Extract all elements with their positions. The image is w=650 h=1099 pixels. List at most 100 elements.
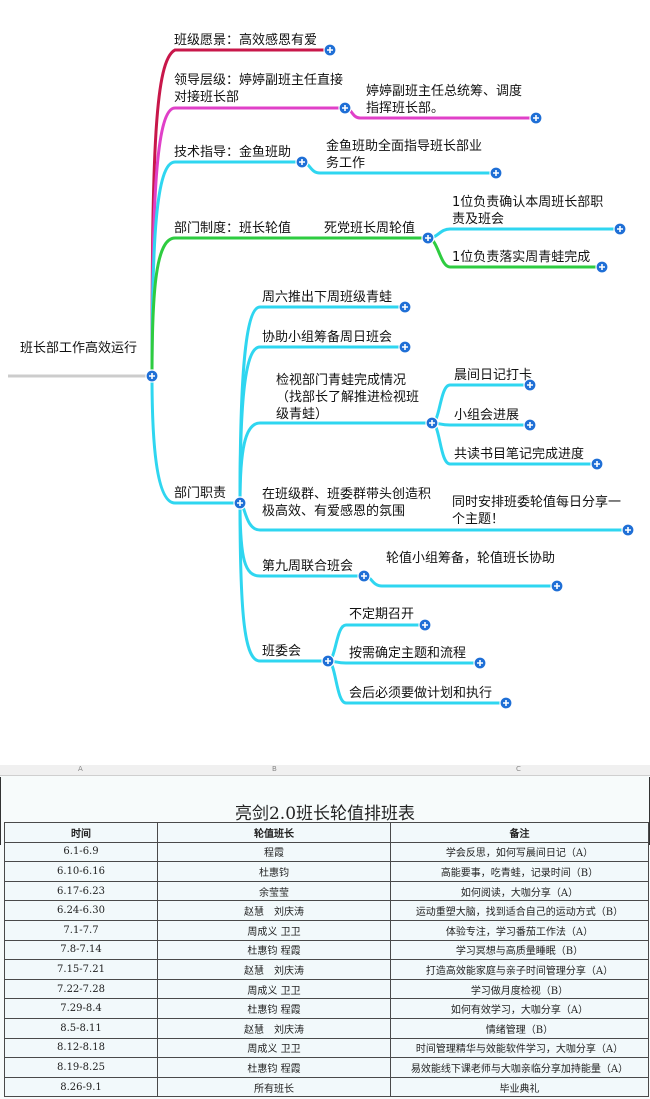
mindmap-connectors <box>8 43 635 710</box>
cell-leader: 周成义 卫卫 <box>157 978 391 1000</box>
cell-note: 情绪管理（B） <box>390 1017 649 1039</box>
plus-icon <box>402 304 408 310</box>
cell-leader: 余莹莹 <box>157 880 391 902</box>
plus-icon <box>325 658 331 664</box>
branch-system-c1 <box>427 227 620 240</box>
plus-icon <box>503 700 509 706</box>
cell-time: 6.10-6.16 <box>4 861 158 882</box>
table-header-row: 时间 轮值班长 备注 <box>4 822 649 843</box>
header-leader: 轮值班长 <box>157 822 391 843</box>
plus-icon <box>342 105 348 111</box>
cell-time: 6.17-6.23 <box>4 880 158 902</box>
plus-icon <box>533 115 539 121</box>
cell-time: 6.1-6.9 <box>4 841 158 863</box>
node-system-child: 死党班长周轮值 <box>324 221 416 236</box>
node-system: 部门制度：班长轮值 <box>174 221 292 236</box>
node-d3: 检视部门青蛙完成情况（找部长了解推进检视班级青蛙） <box>276 373 420 422</box>
plus-icon <box>625 527 631 533</box>
plus-icon <box>327 47 333 53</box>
cell-leader: 周成义 卫卫 <box>157 1037 391 1059</box>
node-tech-child: 金鱼班助全面指导班长部业务工作 <box>326 139 483 171</box>
header-note: 备注 <box>390 822 649 843</box>
cell-leader: 程霞 <box>157 841 391 863</box>
cell-note: 体验专注，学习番茄工作法（A） <box>390 919 649 941</box>
plus-icon <box>617 226 623 232</box>
cell-time: 8.12-8.18 <box>4 1037 158 1059</box>
node-d4-c1: 同时安排班委轮值每日分享一个主题！ <box>452 495 622 527</box>
cell-time: 6.24-6.30 <box>4 900 158 921</box>
plus-icon <box>237 500 243 506</box>
plus-icon <box>429 420 435 426</box>
plus-icon <box>477 660 483 666</box>
cell-leader: 杜惠钧 程霞 <box>157 998 391 1019</box>
cell-leader: 周成义 卫卫 <box>157 919 391 941</box>
node-leader-child: 婷婷副班主任总统筹、调度指挥班长部。 <box>366 84 523 116</box>
node-duty: 部门职责 <box>174 486 227 501</box>
duty-d5-c1 <box>363 574 557 588</box>
cell-leader: 赵慧 刘庆涛 <box>157 900 391 921</box>
duty-d6 <box>238 502 328 663</box>
node-tech: 技术指导：金鱼班助 <box>174 145 292 160</box>
plus-icon <box>422 622 428 628</box>
plus-icon <box>149 373 155 379</box>
cell-note: 如何阅读，大咖分享（A） <box>390 880 649 902</box>
duty-d2 <box>238 345 405 504</box>
cell-time: 7.8-7.14 <box>4 939 158 961</box>
cell-leader: 杜惠钧 <box>157 861 391 882</box>
plus-icon <box>527 422 533 428</box>
cell-note: 学习冥想与高质量睡眠（B） <box>390 939 649 961</box>
duty-d3 <box>238 421 432 504</box>
plus-icon <box>493 170 499 176</box>
cell-note: 毕业典礼 <box>390 1076 649 1098</box>
node-d3-c3: 共读书目笔记完成进度 <box>454 447 585 462</box>
cell-time: 7.29-8.4 <box>4 998 158 1019</box>
branch-system <box>150 236 428 377</box>
header-time: 时间 <box>4 822 158 843</box>
cell-note: 如何有效学习，大咖分享（A） <box>390 998 649 1019</box>
node-d3-c2: 小组会进展 <box>454 408 520 423</box>
col-c-label: C <box>516 765 521 773</box>
node-d6-c1: 不定期召开 <box>349 607 415 622</box>
node-d5-c1: 轮值小组筹备，轮值班长协助 <box>386 551 556 566</box>
node-d4: 在班级群、班委群带头创造积极高效、有爱感恩的氛围 <box>262 487 432 519</box>
cell-note: 易效能线下课老师与大咖亲临分享加持能量（A） <box>390 1057 649 1078</box>
expand-bullets[interactable] <box>145 43 635 710</box>
cell-leader: 赵慧 刘庆涛 <box>157 959 391 980</box>
node-d6-c2: 按需确定主题和流程 <box>349 646 467 661</box>
cell-leader: 杜惠钧 程霞 <box>157 1057 391 1078</box>
branch-duty <box>150 375 240 505</box>
cell-time: 7.15-7.21 <box>4 959 158 980</box>
cell-note: 时间管理精华与效能软件学习，大咖分享（A） <box>390 1037 649 1059</box>
cell-note: 高能要事，吃青蛙，记录时间（B） <box>390 861 649 882</box>
plus-icon <box>361 573 367 579</box>
node-d1: 周六推出下周班级青蛙 <box>262 290 393 305</box>
cell-leader: 所有班长 <box>157 1076 391 1098</box>
plus-icon <box>599 264 605 270</box>
cell-time: 7.1-7.7 <box>4 919 158 941</box>
cell-time: 8.19-8.25 <box>4 1057 158 1078</box>
node-d5: 第九周联合班会 <box>262 559 354 574</box>
node-system-c1: 1位负责确认本周班长部职责及班会 <box>452 195 604 227</box>
cell-time: 8.26-9.1 <box>4 1076 158 1098</box>
node-d6-c3: 会后必须要做计划和执行 <box>349 686 493 701</box>
plus-icon <box>299 159 305 165</box>
plus-icon <box>594 461 600 467</box>
sheet-column-header: A B C <box>0 765 650 776</box>
node-system-c2: 1位负责落实周青蛙完成 <box>452 250 591 265</box>
cell-leader: 杜惠钧 程霞 <box>157 939 391 961</box>
node-d3-c1: 晨间日记打卡 <box>454 368 533 383</box>
